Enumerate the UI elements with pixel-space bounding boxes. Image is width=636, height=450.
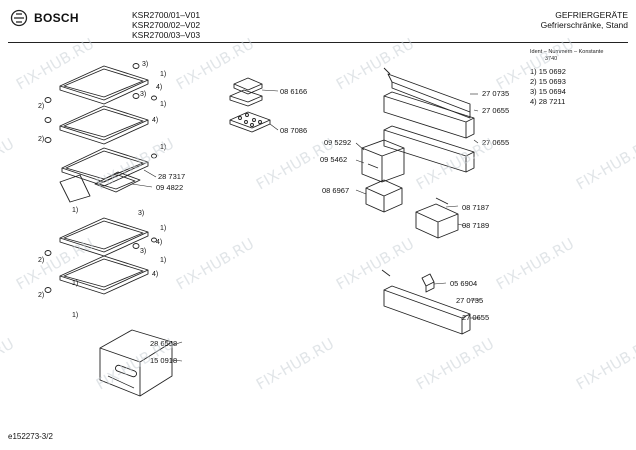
- brand-logo-text: BOSCH: [34, 11, 79, 25]
- part-number-label: 08 6967: [322, 186, 350, 195]
- part-number-label: 09 4822: [156, 183, 184, 192]
- model-number-1: KSR2700/01–V01: [132, 10, 201, 20]
- door-balcony-1: [383, 91, 475, 139]
- callout-3: 3): [142, 61, 149, 68]
- ident-heading: Ident – Nummern – Konstante: [530, 49, 604, 55]
- model-number-3: KSR2700/03–V03: [132, 30, 201, 40]
- callout-1: 1): [160, 71, 167, 78]
- callout-1: 1): [72, 312, 79, 319]
- door-bin-front: [361, 139, 405, 183]
- callout-1: 1): [72, 207, 79, 214]
- callout-2: 2): [38, 257, 45, 264]
- callout-4: 4): [156, 239, 163, 246]
- callout-4: 4): [152, 271, 159, 278]
- part-number-label: 28 6558: [150, 339, 178, 348]
- leader-lines: [131, 89, 480, 362]
- part-number-label: 08 7189: [462, 221, 490, 230]
- ident-entry: 1) 15 0692: [530, 67, 566, 76]
- part-number-label: 27 0655: [482, 138, 510, 147]
- shelf-clips: [44, 63, 157, 293]
- callout-3: 3): [138, 210, 145, 217]
- part-number-label: 27 0735: [482, 89, 510, 98]
- glass-shelf-1: [59, 65, 149, 105]
- part-number-label: 27 0735: [456, 296, 484, 305]
- part-number-label: 27 0655: [482, 106, 510, 115]
- callout-1: 1): [160, 144, 167, 151]
- door-shelf-bottom: [381, 269, 471, 335]
- brand-logo-icon: [10, 9, 28, 27]
- freezer-drawer: [99, 329, 173, 397]
- ident-code: 3740: [545, 56, 558, 62]
- glass-shelf-5: [59, 255, 149, 295]
- door-balcony-2: [383, 125, 475, 173]
- part-number-label: 28 7317: [158, 172, 186, 181]
- callout-1: 1): [160, 225, 167, 232]
- appliance-category: GEFRIERGERÄTE: [555, 10, 628, 20]
- part-number-label: 09 5292: [324, 138, 352, 147]
- egg-holder: [365, 179, 403, 213]
- part-number-label: 08 6166: [280, 87, 308, 96]
- callout-3: 3): [140, 248, 147, 255]
- callout-1: 1): [160, 101, 167, 108]
- door-shelf-top: [383, 67, 471, 119]
- part-number-label: 27 0655: [462, 313, 490, 322]
- appliance-subcategory: Gefrierschränke, Stand: [540, 20, 628, 30]
- callout-2: 2): [38, 103, 45, 110]
- header-divider: [8, 42, 628, 43]
- ident-entry: 3) 15 0694: [530, 87, 566, 96]
- part-number-label: 15 0918: [150, 356, 178, 365]
- callout-2: 2): [38, 292, 45, 299]
- drip-tray: [59, 171, 141, 203]
- callout-2: 2): [38, 136, 45, 143]
- butter-compartment: [415, 197, 459, 239]
- part-number-label: 05 6904: [450, 279, 478, 288]
- model-number-2: KSR2700/02–V02: [132, 20, 201, 30]
- glass-shelf-4: [59, 217, 149, 257]
- ident-entry: 2) 15 0693: [530, 77, 566, 86]
- callout-4: 4): [152, 117, 159, 124]
- callout-1: 1): [72, 280, 79, 287]
- callout-4: 4): [156, 84, 163, 91]
- ident-entry: 4) 28 7211: [530, 97, 566, 106]
- drawing-id: e152273-3/2: [8, 432, 53, 441]
- shelf-divider-clip: [421, 273, 435, 293]
- part-number-label: 08 7086: [280, 126, 308, 135]
- glass-shelf-3: [61, 147, 149, 187]
- part-number-label: 08 7187: [462, 203, 490, 212]
- callout-1: 1): [160, 257, 167, 264]
- glass-shelf-2: [59, 105, 149, 145]
- ice-cube-tray: [229, 111, 271, 133]
- part-number-label: 09 5462: [320, 155, 348, 164]
- ice-cube-tray-frame: [229, 77, 263, 107]
- callout-3: 3): [140, 91, 147, 98]
